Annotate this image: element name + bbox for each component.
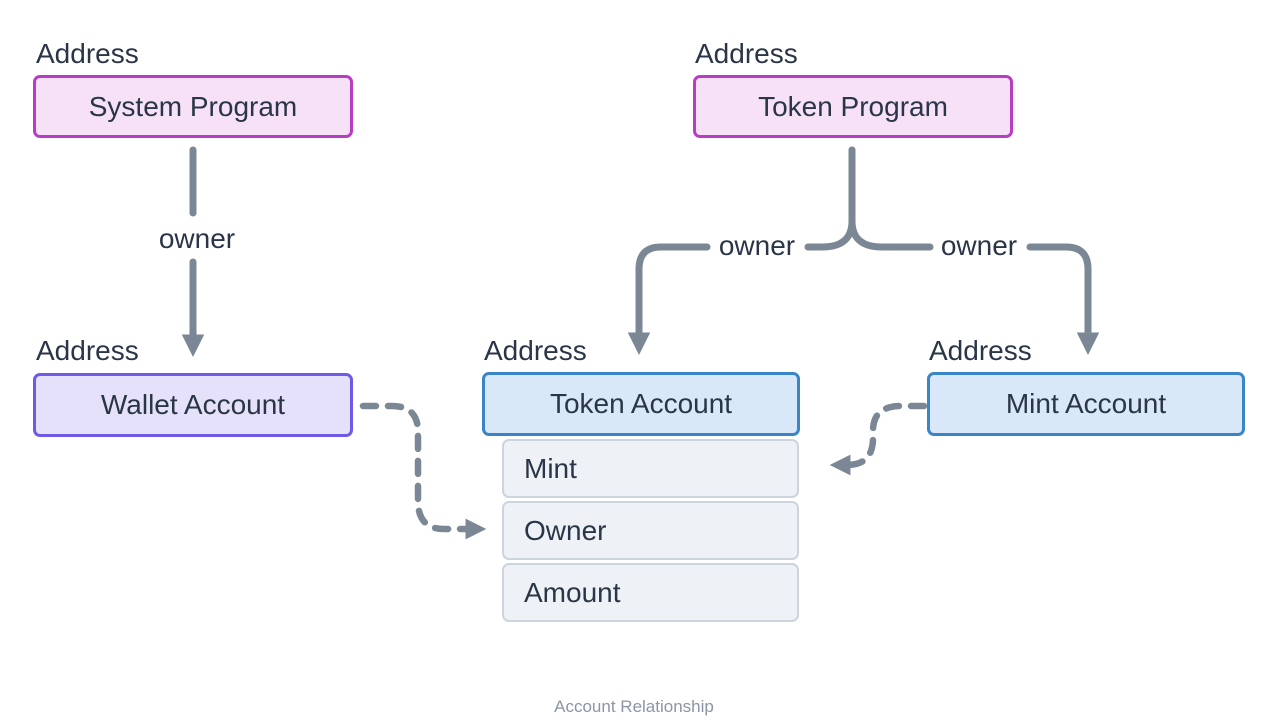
address-label-system-program: Address bbox=[36, 38, 139, 69]
field-row-mint-label: Mint bbox=[524, 452, 577, 484]
field-row-owner-label: Owner bbox=[524, 514, 607, 546]
node-token-program: Token Program bbox=[693, 75, 1013, 138]
edge-token-to-mint-account bbox=[1026, 243, 1100, 355]
edge-token-fork-left-top bbox=[804, 146, 856, 251]
edge-mint-account-to-mint-field bbox=[829, 402, 928, 476]
field-row-amount: Amount bbox=[502, 563, 799, 622]
edge-label-owner-mint-account: owner bbox=[940, 230, 1018, 261]
edge-wallet-to-owner-field bbox=[359, 402, 487, 540]
field-row-amount-label: Amount bbox=[524, 576, 621, 608]
node-token-account: Token Account bbox=[482, 372, 800, 436]
edge-label-owner-token-account: owner bbox=[718, 230, 796, 261]
diagram-caption: Account Relationship bbox=[554, 697, 714, 716]
edge-token-to-token-account bbox=[627, 243, 711, 355]
node-system-program-label: System Program bbox=[88, 90, 298, 122]
edge-token-fork-right-top bbox=[848, 146, 934, 251]
address-label-mint-account: Address bbox=[929, 335, 1032, 366]
node-token-account-label: Token Account bbox=[549, 388, 733, 419]
node-token-program-label: Token Program bbox=[758, 90, 948, 122]
field-row-mint: Mint bbox=[502, 439, 799, 498]
address-label-token-account: Address bbox=[484, 335, 587, 366]
address-label-token-program: Address bbox=[695, 38, 798, 69]
address-label-wallet-account: Address bbox=[36, 335, 139, 366]
node-wallet-account-label: Wallet Account bbox=[100, 389, 286, 420]
node-mint-account-label: Mint Account bbox=[1005, 388, 1167, 419]
edge-label-owner-system-wallet: owner bbox=[158, 223, 236, 254]
node-mint-account: Mint Account bbox=[927, 372, 1245, 436]
node-system-program: System Program bbox=[33, 75, 353, 138]
node-wallet-account: Wallet Account bbox=[33, 373, 353, 437]
field-row-owner: Owner bbox=[502, 501, 799, 560]
